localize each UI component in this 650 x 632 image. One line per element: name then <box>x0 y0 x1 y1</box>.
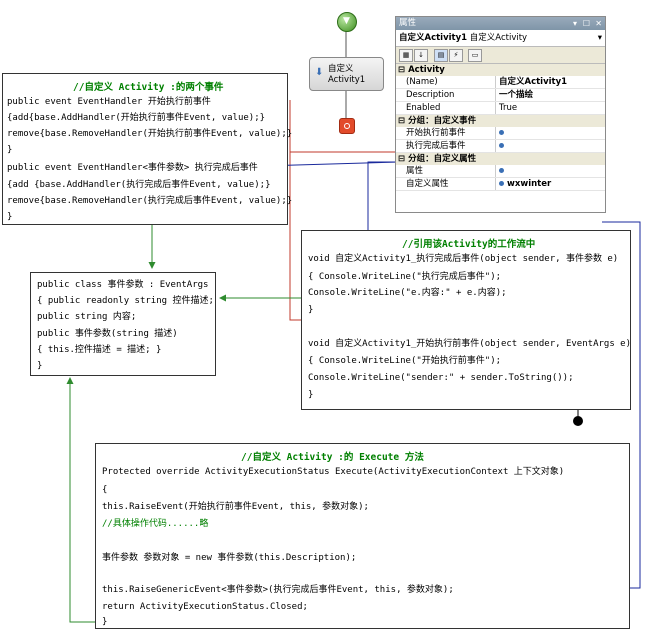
code-line: this.RaiseGenericEvent<事件参数>(执行完成后事件Even… <box>102 585 454 595</box>
code-line: remove{base.RemoveHandler(开始执行前事件Event, … <box>7 129 293 139</box>
property-name: 执行完成后事件 <box>406 141 466 151</box>
property-name: Description <box>406 90 455 100</box>
properties-icon[interactable]: ▤ <box>434 49 448 62</box>
code-line: Protected override ActivityExecutionStat… <box>102 467 565 477</box>
object-name: 自定义Activity1 <box>399 33 468 43</box>
events-code-box: //自定义 Activity :的两个事件 public event Event… <box>2 73 292 225</box>
activity-shape[interactable]: ⬇ 自定义 Activity1 <box>309 57 384 91</box>
property-value: True <box>499 103 518 113</box>
property-value: 一个描绘 <box>499 90 534 100</box>
property-row[interactable]: 开始执行前事件 <box>396 127 605 140</box>
code-line: } <box>37 361 43 371</box>
category-activity[interactable]: ⊟ Activity <box>396 64 605 76</box>
panel-title-bar: 属性 ▾ ☐ ✕ <box>396 17 605 30</box>
property-name: (Name) <box>406 77 438 87</box>
property-row[interactable]: Enabled True <box>396 102 605 115</box>
property-name: Enabled <box>406 103 441 113</box>
code-line: { this.控件描述 = 描述; } <box>37 345 162 355</box>
property-value: 自定义Activity1 <box>499 77 568 87</box>
events-heading: //自定义 Activity :的两个事件 <box>73 82 224 93</box>
event-icon <box>499 130 504 135</box>
code-line: public 事件参数(string 描述) <box>37 329 178 339</box>
code-line: Console.WriteLine("e.内容:" + e.内容); <box>308 288 507 298</box>
property-row[interactable]: (Name) 自定义Activity1 <box>396 76 605 89</box>
code-line: public event EventHandler 开始执行前事件 <box>7 97 211 107</box>
code-line: 事件参数 参数对象 = new 事件参数(this.Description); <box>102 553 357 563</box>
properties-panel: 属性 ▾ ☐ ✕ 自定义Activity1 自定义Activity ▾ ▦ ↓ … <box>395 16 606 213</box>
property-name: 开始执行前事件 <box>406 128 466 138</box>
chevron-down-icon[interactable]: ▾ <box>597 33 602 43</box>
eventargs-code-box: public class 事件参数 : EventArgs { public r… <box>30 272 216 376</box>
category-label: Activity <box>408 65 445 75</box>
code-line: remove{base.RemoveHandler(执行完成后事件Event, … <box>7 196 293 206</box>
event-icon <box>499 143 504 148</box>
panel-toolbar: ▦ ↓ ▤ ⚡ ▭ <box>396 47 605 64</box>
code-comment: //具体操作代码......略 <box>102 519 209 529</box>
code-line: { <box>102 485 108 495</box>
code-line: } <box>102 617 108 627</box>
stop-icon[interactable] <box>339 118 355 134</box>
property-value: wxwinter <box>507 179 552 189</box>
execute-code-box: //自定义 Activity :的 Execute 方法 Protected o… <box>95 443 630 629</box>
code-line: return ActivityExecutionStatus.Closed; <box>102 602 308 612</box>
code-line: this.RaiseEvent(开始执行前事件Event, this, 参数对象… <box>102 502 369 512</box>
code-line: void 自定义Activity1_执行完成后事件(object sender,… <box>308 254 619 264</box>
code-line: } <box>7 145 13 155</box>
code-line: {add {base.AddHandler(执行完成后事件Event, valu… <box>7 180 271 190</box>
code-line: public event EventHandler<事件参数> 执行完成后事件 <box>7 163 258 173</box>
property-row[interactable]: 属性 <box>396 165 605 178</box>
code-line: public class 事件参数 : EventArgs <box>37 280 209 290</box>
property-row[interactable]: 自定义属性 wxwinter <box>396 178 605 191</box>
start-icon[interactable]: ▼ <box>337 12 357 32</box>
panel-title: 属性 <box>399 18 417 28</box>
code-line: Console.WriteLine("sender:" + sender.ToS… <box>308 373 574 383</box>
alphabetical-icon[interactable]: ↓ <box>414 49 428 62</box>
object-selector[interactable]: 自定义Activity1 自定义Activity ▾ <box>396 30 605 47</box>
property-name: 自定义属性 <box>406 179 449 189</box>
code-line: { Console.WriteLine("执行完成后事件"); <box>308 272 502 282</box>
code-line: { Console.WriteLine("开始执行前事件"); <box>308 356 502 366</box>
execute-heading: //自定义 Activity :的 Execute 方法 <box>241 452 424 463</box>
workflow-code-box: //引用该Activity的工作流中 void 自定义Activity1_执行完… <box>301 230 631 410</box>
panel-close-icon[interactable]: ✕ <box>595 19 602 28</box>
activity-icon: ⬇ <box>315 67 324 78</box>
category-custom-properties[interactable]: ⊟ 分组：自定义属性 <box>396 153 605 165</box>
activity-name-line1: 自定义 <box>328 64 354 74</box>
activity-name-line2: Activity1 <box>328 75 366 85</box>
panel-dropdown-icon[interactable]: ▾ <box>572 19 577 28</box>
connector-dot <box>573 416 583 426</box>
object-type: 自定义Activity <box>469 33 528 43</box>
property-name: 属性 <box>406 166 424 176</box>
panel-pin-icon[interactable]: ☐ <box>582 19 590 28</box>
workflow-heading: //引用该Activity的工作流中 <box>402 239 536 250</box>
code-line: public string 内容; <box>37 312 137 322</box>
category-label: 分组：自定义事件 <box>408 116 477 126</box>
category-label: 分组：自定义属性 <box>408 154 477 164</box>
code-line: { public readonly string 控件描述; <box>37 296 214 306</box>
categorized-icon[interactable]: ▦ <box>399 49 413 62</box>
bind-icon <box>499 168 504 173</box>
category-custom-events[interactable]: ⊟ 分组：自定义事件 <box>396 115 605 127</box>
code-line: {add{base.AddHandler(开始执行前事件Event, value… <box>7 113 266 123</box>
events-icon[interactable]: ⚡ <box>449 49 463 62</box>
code-line: } <box>7 212 13 222</box>
bind-icon <box>499 181 504 186</box>
code-line: } <box>308 390 314 400</box>
code-line: } <box>308 305 314 315</box>
property-row[interactable]: Description 一个描绘 <box>396 89 605 102</box>
property-pages-icon[interactable]: ▭ <box>468 49 482 62</box>
property-row[interactable]: 执行完成后事件 <box>396 140 605 153</box>
code-line: void 自定义Activity1_开始执行前事件(object sender,… <box>308 339 631 349</box>
